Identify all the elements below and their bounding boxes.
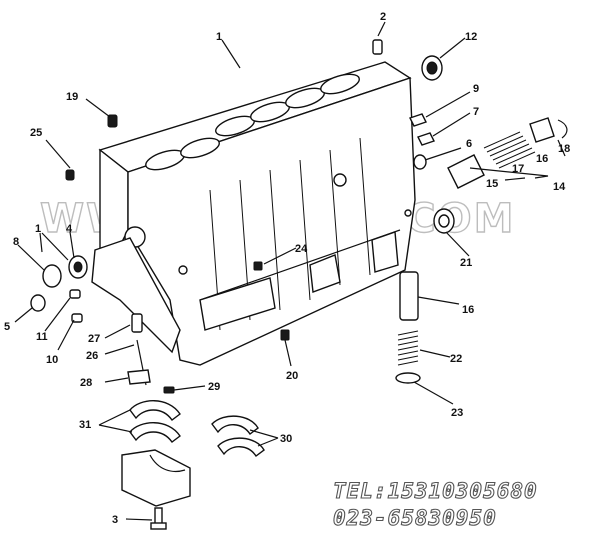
plunger-16-lower: [399, 271, 419, 321]
callout-9: 9: [473, 83, 479, 95]
callout-25: 25: [30, 127, 42, 139]
callout-28: 28: [80, 377, 92, 389]
callout-18: 18: [558, 143, 570, 155]
cup-16-upper: [529, 117, 555, 143]
callout-1-block: 1: [216, 31, 222, 43]
callout-11: 11: [36, 331, 48, 343]
callout-8: 8: [13, 236, 19, 248]
callout-16-lower: 16: [462, 304, 474, 316]
callout-16-upper: 16: [536, 153, 548, 165]
ring-5: [30, 294, 46, 312]
seal-4: [68, 255, 88, 279]
pin-7: [417, 132, 435, 146]
bracket-28: [127, 369, 151, 385]
main-bearing-cap: [121, 449, 191, 507]
bolt-24: [253, 261, 263, 271]
callout-14: 14: [553, 181, 566, 193]
callout-1-seal: 1: [35, 223, 41, 235]
pin-10: [71, 313, 83, 323]
callout-2: 2: [380, 11, 386, 23]
plug-19: [107, 114, 118, 128]
callout-20: 20: [286, 370, 298, 382]
callout-3: 3: [112, 514, 118, 526]
callout-29: 29: [208, 381, 220, 393]
callout-21: 21: [460, 257, 472, 269]
spring-17: [483, 131, 536, 169]
seal-8: [42, 264, 62, 288]
leader-lines: [14, 21, 566, 521]
plug-25: [65, 169, 75, 181]
contact-tel: TEL:15310305680: [333, 479, 538, 503]
callout-labels: 1 2 12 19 9 7 25 6 17 16 18 15 14 8 1 4 …: [4, 11, 570, 526]
callout-26: 26: [86, 350, 98, 362]
callout-12: 12: [465, 31, 477, 43]
bolt-29: [163, 386, 175, 394]
pin-11: [69, 289, 81, 299]
nozzle-27: [131, 313, 143, 333]
bolt-20: [280, 329, 290, 341]
ring-6: [413, 154, 427, 170]
callout-27: 27: [88, 333, 100, 345]
callout-5: 5: [4, 321, 10, 333]
dowel-pin-2: [372, 39, 383, 55]
valve-23: [395, 372, 421, 384]
callout-4: 4: [66, 223, 73, 235]
clip-18: [557, 119, 568, 139]
callout-7: 7: [473, 106, 479, 118]
cylinder-block: [91, 61, 416, 366]
callout-22: 22: [450, 353, 462, 365]
callout-31: 31: [79, 419, 91, 431]
callout-19: 19: [66, 91, 78, 103]
bearing-30: [211, 415, 265, 458]
callout-17: 17: [512, 163, 524, 175]
pin-9: [409, 113, 427, 127]
bearing-31: [129, 400, 181, 443]
contact-phone: 023-65830950: [333, 506, 497, 530]
bushing-21: [433, 208, 455, 234]
callout-30: 30: [280, 433, 292, 445]
tube-15: [447, 154, 485, 189]
callout-15: 15: [486, 178, 498, 190]
callout-23: 23: [451, 407, 463, 419]
callout-6: 6: [466, 138, 472, 150]
cap-bolt-3: [150, 507, 167, 530]
seal-12: [421, 55, 443, 81]
callout-10: 10: [46, 354, 58, 366]
callout-24: 24: [295, 243, 308, 255]
spring-22: [397, 330, 419, 366]
